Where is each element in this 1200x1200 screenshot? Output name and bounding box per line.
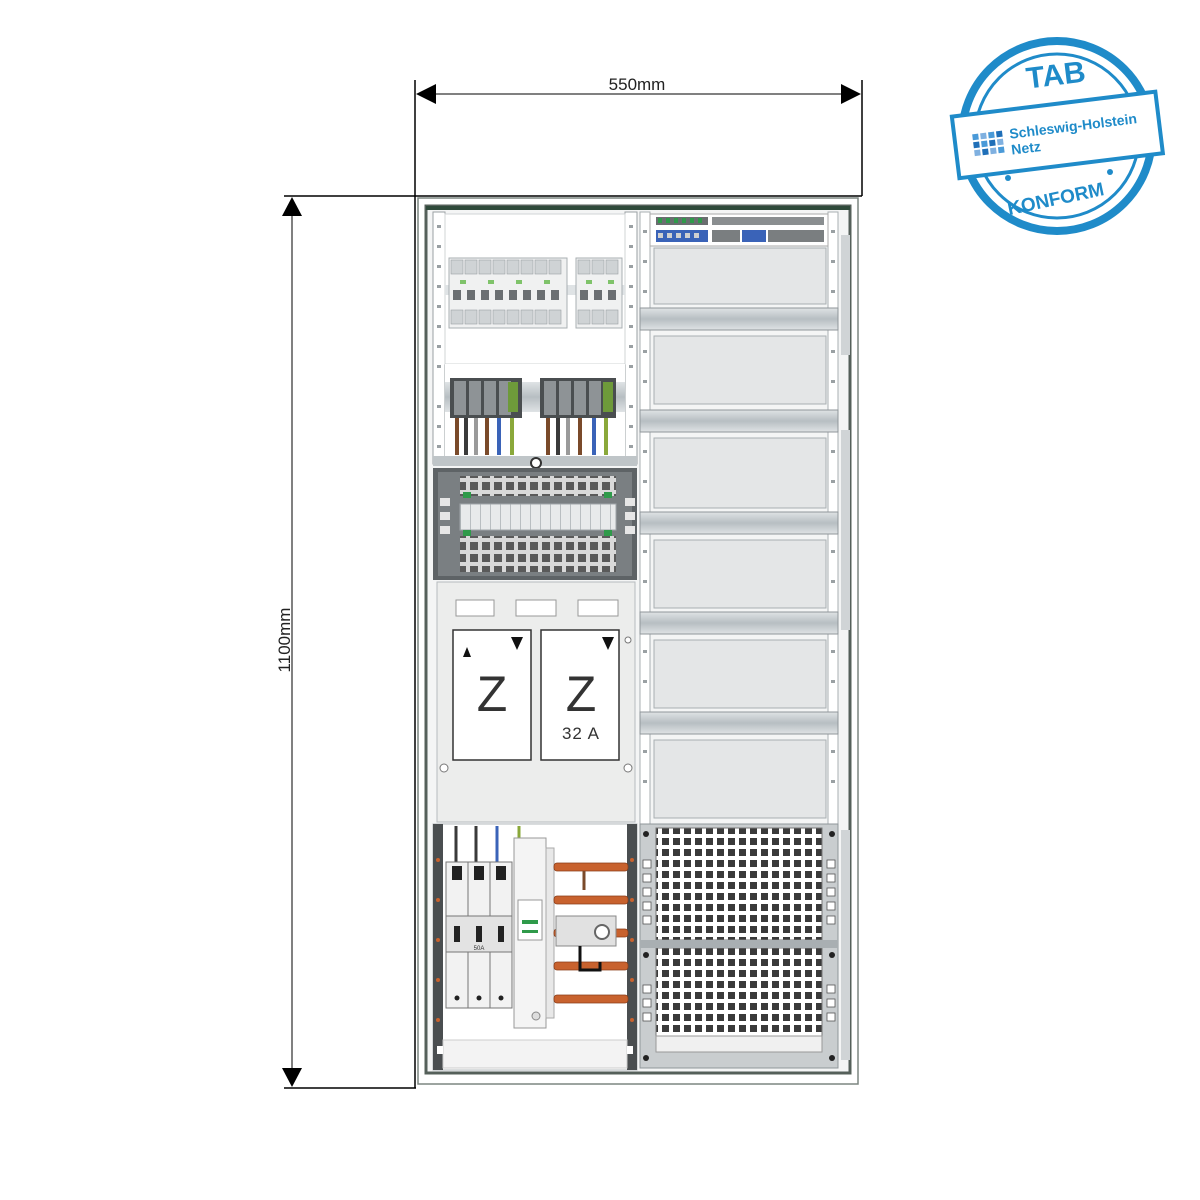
meter-1-letter: Z — [477, 666, 508, 722]
din-rails — [639, 307, 839, 735]
modular-breakers-group-1 — [448, 257, 568, 329]
tab-konform-stamp: Schleswig-Holstein Netz TAB KONFORM — [949, 37, 1166, 235]
brand-logo-icon — [972, 130, 1005, 157]
dimension-lines — [282, 80, 863, 1089]
top-terminal-strip — [649, 213, 829, 247]
perforated-panels — [639, 823, 839, 1069]
meter-2: Z 32 A — [540, 629, 620, 761]
main-switch-section: 50A — [432, 823, 638, 1071]
meter-1: Z — [452, 629, 532, 761]
main-breaker-rating: 50A — [474, 946, 485, 952]
meter-2-rating: 32 A — [562, 724, 600, 743]
height-label: 1100mm — [275, 608, 294, 673]
right-column — [639, 211, 839, 1069]
width-arrow-right-icon — [841, 84, 861, 104]
meter-2-down-arrow-icon — [602, 637, 614, 650]
height-arrow-bottom-icon — [282, 1068, 302, 1087]
stamp-brand-line-2: Netz — [1010, 138, 1041, 157]
meter-panel: Z Z 32 A — [436, 581, 636, 823]
wires-top — [455, 418, 608, 455]
blank-cover-panels — [653, 247, 827, 819]
stamp-top-text: TAB — [1024, 56, 1087, 96]
meter-1-down-arrow-icon — [511, 637, 523, 650]
terminal-block-panel — [433, 468, 637, 580]
width-arrow-left-icon — [416, 84, 436, 104]
meter-1-up-arrow-icon — [463, 647, 471, 657]
meter-2-letter: Z — [566, 666, 597, 722]
left-column: Z Z 32 A — [432, 211, 638, 1071]
distribution-terminals-1 — [450, 378, 522, 418]
modular-breakers-group-2 — [575, 257, 623, 329]
width-label: 550mm — [609, 75, 666, 94]
height-arrow-top-icon — [282, 197, 302, 216]
distribution-terminals-2 — [540, 378, 616, 418]
